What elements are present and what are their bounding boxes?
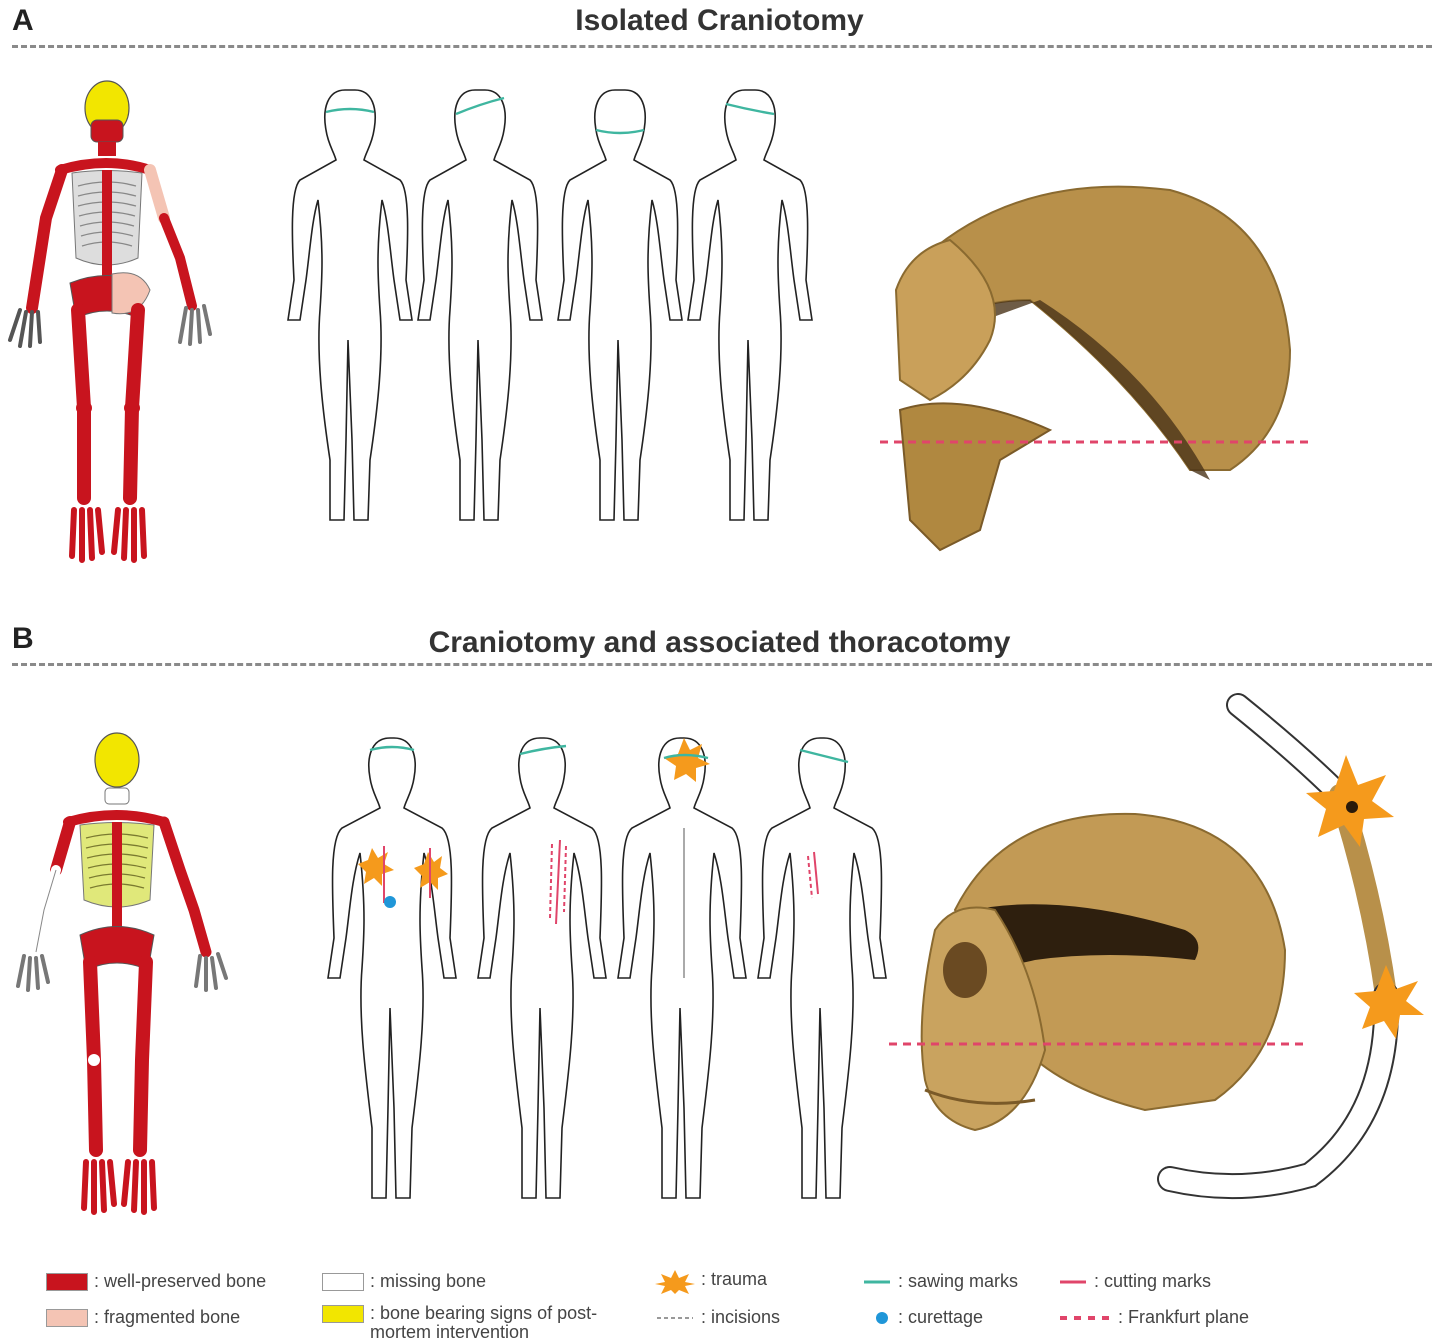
body-side-left-b	[478, 738, 606, 1198]
body-back-a	[558, 90, 682, 520]
panel-a-body-views	[280, 80, 820, 540]
legend-fragmented: : fragmented bone	[46, 1308, 240, 1327]
well-preserved-swatch	[46, 1273, 88, 1291]
panel-b-skeleton	[10, 730, 230, 1230]
legend-curettage: : curettage	[862, 1308, 983, 1328]
legend: : well-preserved bone : fragmented bone …	[0, 1262, 1439, 1342]
panel-b-rib	[1150, 695, 1430, 1205]
body-side-right-b	[758, 738, 886, 1198]
legend-trauma-label: : trauma	[701, 1270, 767, 1289]
legend-missing: : missing bone	[322, 1272, 486, 1291]
legend-curettage-label: : curettage	[898, 1308, 983, 1327]
fragmented-swatch	[46, 1309, 88, 1327]
panel-b-divider	[12, 663, 1432, 666]
panel-a-divider	[12, 45, 1432, 48]
legend-incisions: : incisions	[655, 1308, 780, 1328]
panel-b-title: Craniotomy and associated thoracotomy	[0, 626, 1439, 660]
trauma-star-icon	[655, 1270, 695, 1294]
legend-well-preserved-label: : well-preserved bone	[94, 1272, 266, 1291]
frankfurt-dashed-icon	[1058, 1308, 1112, 1328]
panel-a-skeleton	[0, 78, 220, 578]
cutting-line-icon	[1058, 1272, 1088, 1292]
missing-swatch	[322, 1273, 364, 1291]
legend-trauma: : trauma	[655, 1270, 767, 1294]
legend-cutting: : cutting marks	[1058, 1272, 1211, 1292]
sawing-line-icon	[862, 1272, 892, 1292]
legend-sawing-label: : sawing marks	[898, 1272, 1018, 1291]
legend-sawing: : sawing marks	[862, 1272, 1018, 1292]
post-mortem-swatch	[322, 1305, 364, 1323]
body-front-a	[288, 90, 412, 520]
legend-well-preserved: : well-preserved bone	[46, 1272, 266, 1291]
legend-incisions-label: : incisions	[701, 1308, 780, 1327]
curettage-dot-icon	[862, 1308, 892, 1328]
legend-fragmented-label: : fragmented bone	[94, 1308, 240, 1327]
panel-a-skull-photo	[870, 180, 1320, 560]
body-side-left-a	[418, 90, 542, 520]
legend-post-mortem-label: : bone bearing signs of post-mortem inte…	[370, 1304, 622, 1342]
legend-post-mortem: : bone bearing signs of post-mortem inte…	[322, 1304, 622, 1342]
legend-frankfurt-label: : Frankfurt plane	[1118, 1308, 1249, 1327]
legend-missing-label: : missing bone	[370, 1272, 486, 1291]
body-side-right-a	[688, 90, 812, 520]
legend-frankfurt: : Frankfurt plane	[1058, 1308, 1249, 1328]
panel-b-body-views	[320, 728, 880, 1218]
panel-a-title: Isolated Craniotomy	[0, 4, 1439, 38]
incisions-dashed-icon	[655, 1308, 695, 1328]
body-front-b	[328, 738, 456, 1198]
body-back-b	[618, 738, 746, 1198]
legend-cutting-label: : cutting marks	[1094, 1272, 1211, 1291]
